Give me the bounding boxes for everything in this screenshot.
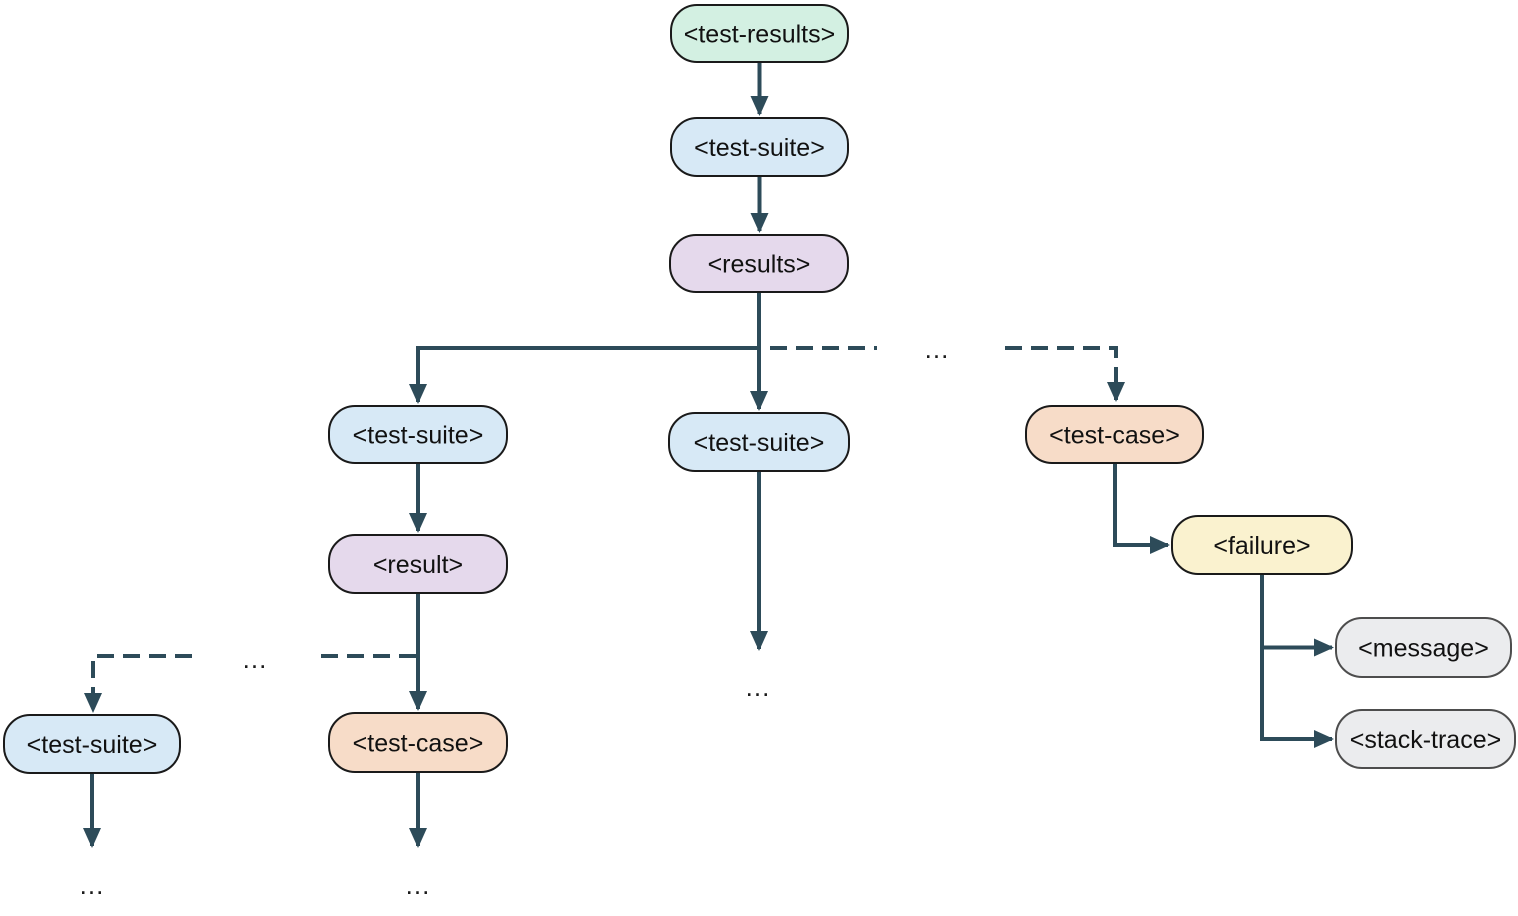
- node-label-failure: <failure>: [1213, 532, 1310, 560]
- ellipsis-left-bottom: ...: [406, 870, 431, 900]
- node-test-suite-2: <test-suite>: [328, 405, 508, 464]
- node-test-suite-1: <test-suite>: [670, 117, 849, 177]
- edge-results-to-test-suite-2: [409, 346, 759, 404]
- edge-failure-to-message: [1260, 574, 1334, 657]
- edge-test-case-1-to-failure: [1113, 463, 1170, 554]
- node-label-result: <result>: [373, 551, 463, 579]
- node-results: <results>: [669, 234, 849, 293]
- node-label-message: <message>: [1358, 635, 1489, 663]
- node-test-suite-3: <test-suite>: [668, 412, 850, 472]
- node-result: <result>: [328, 534, 508, 594]
- node-label-results: <results>: [708, 251, 811, 279]
- node-test-suite-4: <test-suite>: [3, 714, 181, 774]
- ellipsis-left-branch: ...: [243, 644, 268, 674]
- node-test-case-2: <test-case>: [328, 712, 508, 773]
- node-label-stack-trace: <stack-trace>: [1350, 726, 1501, 754]
- ellipsis-center-bottom: ...: [746, 672, 771, 702]
- ellipsis-right-branch: ...: [925, 334, 950, 364]
- node-message: <message>: [1335, 617, 1512, 678]
- node-label-test-results: <test-results>: [684, 21, 835, 49]
- edge-results-dashed-right-b: [1005, 346, 1125, 402]
- edge-result-dashed-left-b: [84, 654, 192, 713]
- node-test-results: <test-results>: [670, 4, 849, 63]
- node-test-case-1: <test-case>: [1025, 405, 1204, 464]
- node-label-test-case-1: <test-case>: [1049, 422, 1180, 450]
- node-label-test-suite-4: <test-suite>: [27, 731, 158, 759]
- edge-failure-to-stack-trace: [1260, 647, 1334, 748]
- node-failure: <failure>: [1171, 515, 1353, 575]
- node-label-test-case-2: <test-case>: [353, 730, 484, 758]
- node-label-test-suite-3: <test-suite>: [694, 429, 825, 457]
- node-stack-trace: <stack-trace>: [1335, 709, 1516, 769]
- node-label-test-suite-2: <test-suite>: [353, 422, 484, 450]
- node-label-test-suite-1: <test-suite>: [694, 134, 825, 162]
- ellipsis-farleft-bottom: ...: [80, 870, 105, 900]
